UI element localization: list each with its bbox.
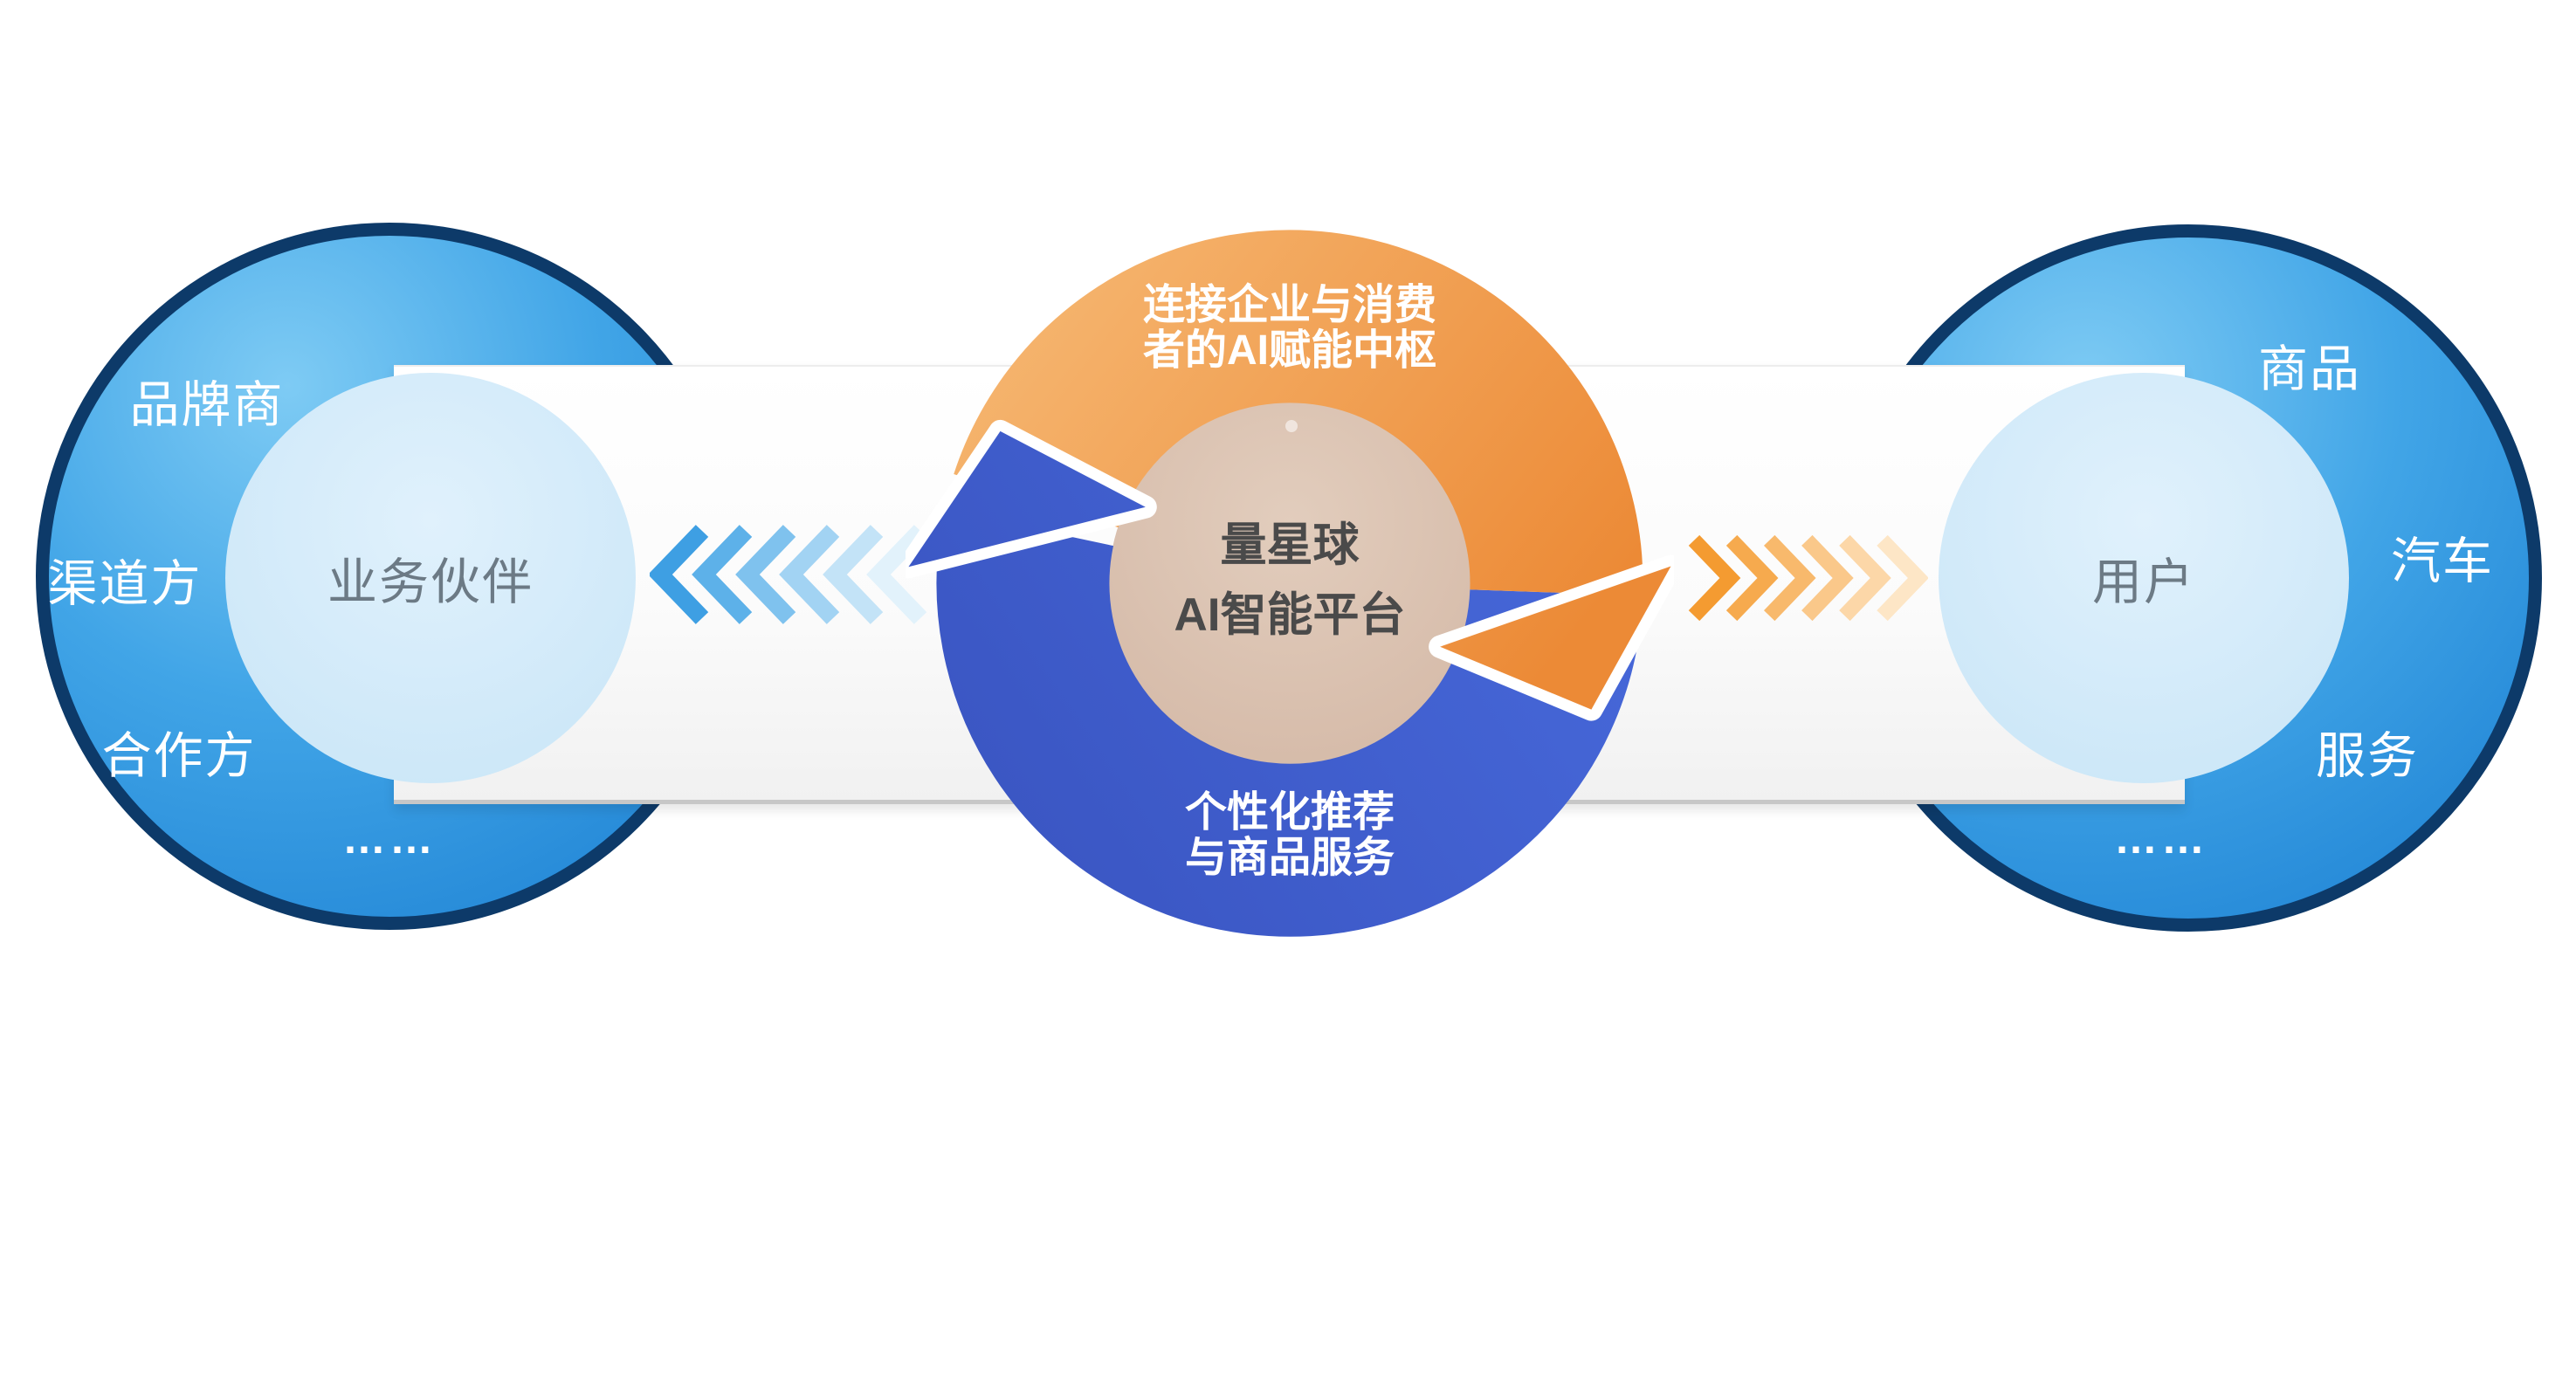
bottom-caption-line1: 个性化推荐 <box>1184 789 1395 836</box>
users-circle: 用户 <box>1939 373 2349 783</box>
left-label-channel: 渠道方 <box>47 556 203 612</box>
bottom-caption-line2: 与商品服务 <box>1184 835 1395 881</box>
platform-top-caption: 连接企业与消费 者的AI赋能中枢 <box>1028 283 1552 374</box>
top-caption-line1: 连接企业与消费 <box>1142 282 1436 328</box>
chevron-icon <box>650 525 709 624</box>
right-flow-chevrons-icon <box>1688 534 1928 622</box>
chevron-icon <box>1801 534 1854 622</box>
business-partners-label: 业务伙伴 <box>327 554 534 610</box>
platform-name-line2: AI智能平台 <box>1174 589 1406 641</box>
top-caption-line2: 者的AI赋能中枢 <box>1142 327 1436 374</box>
platform-bottom-caption: 个性化推荐 与商品服务 <box>1028 790 1552 881</box>
left-label-partner: 合作方 <box>101 728 257 784</box>
right-label-goods: 商品 <box>2258 341 2361 397</box>
chevron-icon <box>779 525 840 624</box>
orange-arrowhead-icon <box>1440 566 1671 710</box>
left-label-brand: 品牌商 <box>129 377 285 433</box>
platform-name-line1: 量星球 <box>1220 520 1360 571</box>
platform-name: 量星球 AI智能平台 <box>1028 511 1552 650</box>
chevron-icon <box>866 525 927 624</box>
users-label: 用户 <box>2092 554 2195 610</box>
right-label-more: …… <box>2114 814 2208 863</box>
right-label-service: 服务 <box>2316 728 2419 784</box>
chevron-icon <box>1763 534 1816 622</box>
orange-arrow-arc <box>954 230 1643 596</box>
platform-core-circle <box>1109 403 1471 764</box>
business-partners-circle: 业务伙伴 <box>225 373 636 783</box>
platform-cycle-diagram <box>906 230 1674 937</box>
chevron-icon <box>1688 534 1741 622</box>
blue-arrowhead-icon <box>908 430 1146 568</box>
chevron-icon <box>735 525 796 624</box>
right-label-car: 汽车 <box>2391 533 2494 589</box>
chevron-icon <box>823 525 884 624</box>
chevron-icon <box>1725 534 1779 622</box>
left-flow-chevrons-icon <box>650 525 927 624</box>
blue-arrow-arc <box>936 510 1643 937</box>
core-highlight-dot <box>1285 420 1298 432</box>
chevron-icon <box>692 525 753 624</box>
chevron-icon <box>1877 534 1928 622</box>
left-label-more: …… <box>342 814 437 863</box>
chevron-icon <box>1839 534 1891 622</box>
